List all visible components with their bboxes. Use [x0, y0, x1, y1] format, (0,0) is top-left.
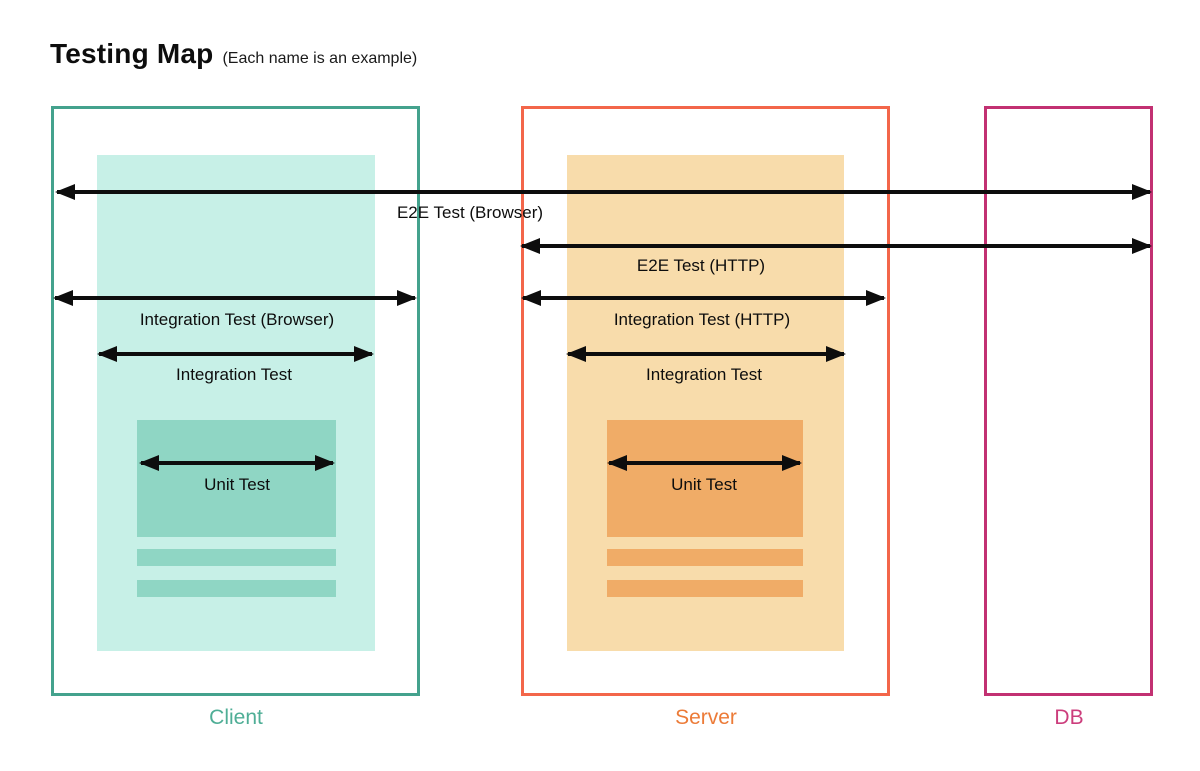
label-integration-test-client: Integration Test	[176, 365, 292, 384]
client-code-line-bar	[137, 549, 336, 566]
label-unit-test-client: Unit Test	[204, 475, 270, 494]
db-caption: DB	[1054, 706, 1084, 729]
label-unit-test-server: Unit Test	[671, 475, 737, 494]
client-caption: Client	[209, 706, 263, 729]
arrow-integration-test-browser	[55, 296, 415, 300]
label-integration-test-browser: Integration Test (Browser)	[139, 310, 335, 329]
client-code-line-bar	[137, 580, 336, 597]
label-e2e-test-http: E2E Test (HTTP)	[636, 256, 766, 275]
arrow-unit-test-client	[141, 461, 333, 465]
arrow-integration-test-http	[523, 296, 884, 300]
server-code-line-bar	[607, 549, 803, 566]
arrow-unit-test-server	[609, 461, 800, 465]
db-box	[984, 106, 1153, 696]
arrow-integration-test-client	[99, 352, 372, 356]
arrow-e2e-test-browser	[57, 190, 1150, 194]
label-integration-test-server: Integration Test	[646, 365, 762, 384]
page-subtitle: (Each name is an example)	[222, 50, 418, 67]
server-code-line-bar	[607, 580, 803, 597]
client-unit-module-fill	[137, 420, 336, 537]
server-unit-module-fill	[607, 420, 803, 537]
title-row: Testing Map (Each name is an example)	[50, 38, 417, 70]
arrow-e2e-test-http	[522, 244, 1150, 248]
label-e2e-test-browser: E2E Test (Browser)	[396, 203, 544, 222]
arrow-integration-test-server	[568, 352, 844, 356]
page-title: Testing Map	[50, 38, 214, 69]
label-integration-test-http: Integration Test (HTTP)	[613, 310, 791, 329]
server-app-fill	[567, 155, 844, 651]
client-app-fill	[97, 155, 375, 651]
server-caption: Server	[675, 706, 737, 729]
